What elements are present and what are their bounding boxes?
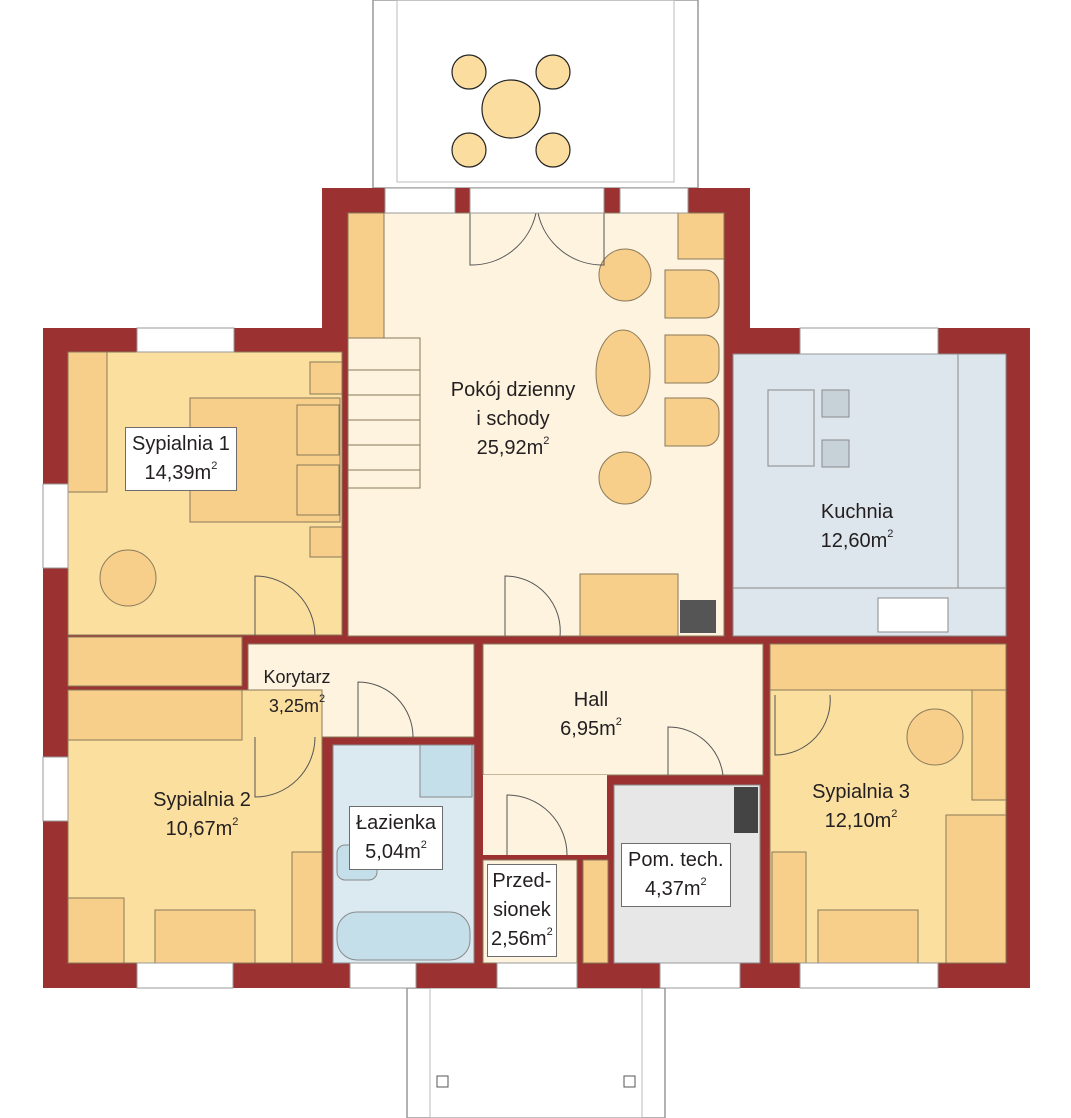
room-label-vestibule: Przed- sionek 2,56m2 (487, 864, 557, 957)
area-value: 12,60m (820, 530, 888, 552)
area-exp: 2 (420, 839, 427, 851)
room-label-hall: Hall 6,95m2 (560, 686, 622, 744)
room-name: Kuchnia (820, 501, 894, 523)
room-area: 14,39m2 (132, 459, 230, 488)
area-exp: 2 (887, 528, 894, 540)
area-exp: 2 (891, 808, 898, 820)
area-value: 12,10m (824, 810, 892, 832)
room-name: i schody (476, 408, 550, 430)
area-exp: 2 (318, 693, 326, 705)
room-area: 12,60m2 (821, 527, 894, 556)
area-exp: 2 (546, 926, 553, 938)
room-name: Pom. tech. (628, 849, 724, 871)
room-name: Przed- (492, 870, 552, 892)
room-label-bedroom-3: Sypialnia 3 12,10m2 (812, 778, 910, 836)
room-label-living: Pokój dzienny i schody 25,92m2 (451, 376, 576, 463)
room-label-bathroom: Łazienka 5,04m2 (349, 806, 444, 870)
wardrobe-bedroom-1 (67, 636, 243, 687)
room-area: 5,04m2 (356, 838, 436, 867)
wardrobe-bedroom-2 (67, 689, 243, 741)
area-value: 6,95m (560, 718, 616, 740)
room-name: Sypialnia 1 (132, 433, 230, 455)
room-name: Łazienka (356, 812, 437, 834)
room-living (347, 212, 725, 637)
area-value: 10,67m (165, 818, 233, 840)
room-area: 25,92m2 (451, 434, 576, 463)
room-label-corridor: Korytarz 3,25m2 (263, 663, 330, 721)
room-name: Sypialnia 2 (153, 789, 251, 811)
entrance-porch (406, 987, 666, 1118)
area-exp: 2 (615, 716, 622, 728)
room-name: Pokój dzienny (450, 379, 576, 401)
room-area: 12,10m2 (812, 807, 910, 836)
wardrobe-bedroom-3 (769, 643, 1007, 691)
room-area: 6,95m2 (560, 715, 622, 744)
area-value: 5,04m (365, 841, 421, 863)
area-value: 4,37m (644, 878, 701, 900)
room-area: 2,56m2 (491, 925, 553, 954)
room-name: Sypialnia 3 (812, 781, 910, 803)
area-exp: 2 (700, 876, 707, 888)
area-exp: 2 (232, 816, 239, 828)
area-value: 25,92m (476, 437, 544, 459)
room-name: Hall (573, 689, 609, 711)
dining-table-terrace (451, 54, 571, 168)
room-label-technical: Pom. tech. 4,37m2 (621, 843, 731, 907)
area-value: 14,39m (144, 462, 212, 484)
room-label-bedroom-1: Sypialnia 1 14,39m2 (125, 427, 237, 491)
room-label-bedroom-2: Sypialnia 2 10,67m2 (153, 786, 251, 844)
room-area: 4,37m2 (628, 875, 724, 904)
area-exp: 2 (211, 460, 218, 472)
area-value: 3,25m (268, 696, 319, 716)
room-area: 10,67m2 (153, 815, 251, 844)
room-label-kitchen: Kuchnia 12,60m2 (821, 498, 894, 556)
area-exp: 2 (543, 435, 550, 447)
room-name: sionek (492, 899, 551, 921)
area-value: 2,56m (491, 928, 547, 950)
room-name: Korytarz (263, 667, 331, 687)
room-area: 3,25m2 (263, 692, 330, 721)
staircase (347, 337, 421, 489)
room-hall (482, 643, 764, 776)
